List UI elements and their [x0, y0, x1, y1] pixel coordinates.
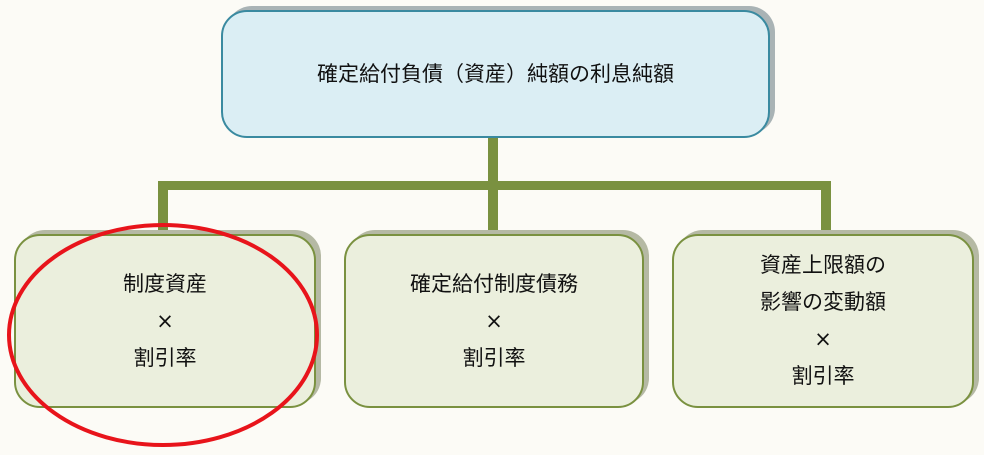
- line: ×: [156, 308, 174, 333]
- line: 割引率: [133, 345, 197, 370]
- connector-left: [158, 181, 168, 234]
- child-node-asset-ceiling: 資産上限額の 影響の変動額 × 割引率: [672, 234, 974, 408]
- line: 影響の変動額: [760, 290, 886, 314]
- line: ×: [814, 327, 832, 351]
- connector-horizontal: [158, 181, 831, 190]
- root-label: 確定給付負債（資産）純額の利息純額: [317, 61, 674, 86]
- highlight-ellipse: [7, 223, 319, 447]
- line: 制度資産: [123, 271, 207, 296]
- child-node-dbo: 確定給付制度債務 × 割引率: [344, 234, 644, 408]
- root-node: 確定給付負債（資産）純額の利息純額: [221, 10, 770, 138]
- connector-right: [821, 181, 831, 234]
- line: 確定給付制度債務: [410, 271, 578, 296]
- line: 資産上限額の: [760, 253, 886, 277]
- line: ×: [485, 308, 503, 333]
- line: 割引率: [791, 364, 855, 388]
- child-node-plan-assets: 制度資産 × 割引率: [14, 234, 316, 408]
- line: 割引率: [462, 345, 526, 370]
